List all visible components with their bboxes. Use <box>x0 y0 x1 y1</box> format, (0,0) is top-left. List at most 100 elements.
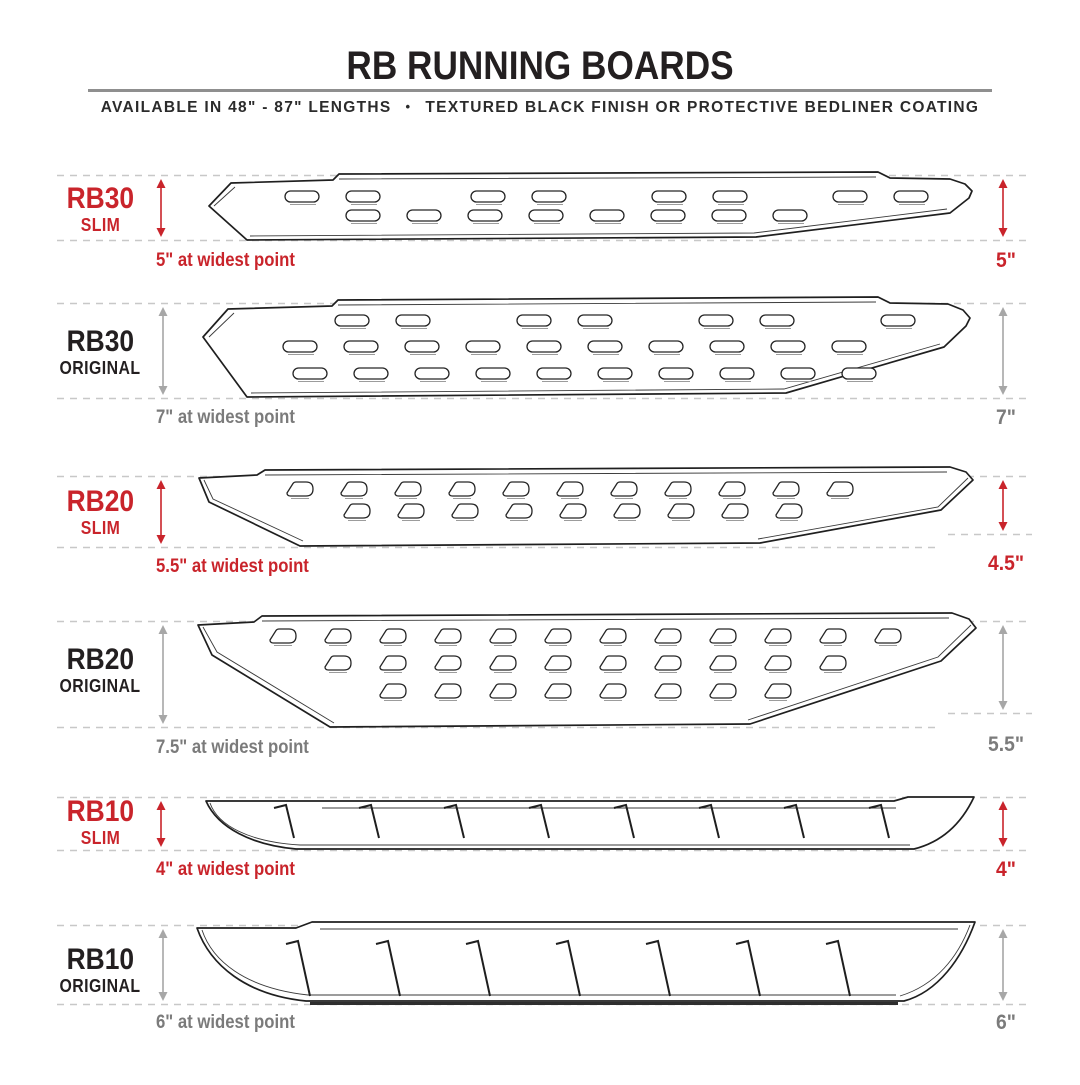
oval-slot <box>589 209 625 222</box>
tread-mark <box>443 803 465 839</box>
oval-slot <box>470 190 506 203</box>
d-slot <box>599 683 627 699</box>
oval-slot <box>528 209 564 222</box>
d-slot <box>599 628 627 644</box>
d-slot <box>505 503 533 519</box>
d-slot <box>434 683 462 699</box>
oval-slot <box>465 340 501 353</box>
end-width-label: 6" <box>996 1011 1016 1034</box>
model-label: RB20 <box>66 485 134 518</box>
oval-slot <box>648 340 684 353</box>
oval-slot <box>475 367 511 380</box>
width-caption: 7" at widest point <box>156 407 295 428</box>
d-slot <box>764 655 792 671</box>
d-slot <box>343 503 371 519</box>
slot-pattern-rb30-slim <box>284 190 929 224</box>
tread-mark <box>358 803 380 839</box>
d-slot <box>654 683 682 699</box>
oval-slot <box>406 209 442 222</box>
d-slot <box>324 655 352 671</box>
slot-pattern-rb20-original <box>269 628 902 701</box>
title-divider <box>88 89 992 92</box>
d-slot <box>667 503 695 519</box>
oval-slot <box>712 190 748 203</box>
oval-slot <box>709 340 745 353</box>
oval-slot <box>282 340 318 353</box>
d-slot <box>819 655 847 671</box>
d-slot <box>613 503 641 519</box>
dimension-arrow <box>156 179 166 237</box>
dimension-arrow <box>998 307 1008 395</box>
width-caption: 6" at widest point <box>156 1012 295 1033</box>
oval-slot <box>353 367 389 380</box>
variant-label: SLIM <box>80 518 120 538</box>
d-slot <box>394 481 422 497</box>
tread-mark <box>528 803 550 839</box>
oval-slot <box>893 190 929 203</box>
d-slot <box>610 481 638 497</box>
variant-label: ORIGINAL <box>59 676 141 696</box>
variant-label: SLIM <box>80 828 120 848</box>
d-slot <box>709 683 737 699</box>
board-rb20-original <box>197 612 977 728</box>
model-label: RB10 <box>66 943 134 976</box>
tread-mark <box>465 939 491 997</box>
d-slot <box>324 628 352 644</box>
d-slot <box>718 481 746 497</box>
d-slot <box>819 628 847 644</box>
d-slot <box>434 655 462 671</box>
oval-slot <box>345 190 381 203</box>
oval-slot <box>526 340 562 353</box>
oval-slot <box>587 340 623 353</box>
dimension-arrow <box>156 480 166 544</box>
oval-slot <box>841 367 877 380</box>
oval-slot <box>831 340 867 353</box>
d-slot <box>489 628 517 644</box>
dimension-arrow <box>156 801 166 847</box>
end-width-label: 4" <box>996 858 1016 881</box>
board-rb10-slim <box>205 796 975 850</box>
width-caption: 5.5" at widest point <box>156 556 309 577</box>
end-width-label: 5" <box>996 249 1016 272</box>
variant-label: ORIGINAL <box>59 976 141 996</box>
d-slot <box>489 655 517 671</box>
variant-label: SLIM <box>80 215 120 235</box>
dimension-arrow <box>998 625 1008 710</box>
oval-slot <box>880 314 916 327</box>
oval-slot <box>597 367 633 380</box>
tread-mark <box>645 939 671 997</box>
d-slot <box>451 503 479 519</box>
tread-marks-rb10-original <box>285 939 851 997</box>
board-rb20-slim <box>198 466 974 547</box>
d-slot <box>489 683 517 699</box>
variant-label: ORIGINAL <box>59 358 141 378</box>
d-slot <box>654 628 682 644</box>
d-slot <box>709 628 737 644</box>
tread-mark <box>825 939 851 997</box>
oval-slot <box>345 209 381 222</box>
oval-slot <box>292 367 328 380</box>
width-caption: 7.5" at widest point <box>156 737 309 758</box>
oval-slot <box>698 314 734 327</box>
oval-slot <box>650 209 686 222</box>
subtitle: AVAILABLE IN 48" - 87" LENGTHS•TEXTURED … <box>0 99 1080 117</box>
d-slot <box>664 481 692 497</box>
tread-mark <box>555 939 581 997</box>
tread-mark <box>698 803 720 839</box>
oval-slot <box>516 314 552 327</box>
oval-slot <box>343 340 379 353</box>
board-rb30-slim <box>208 171 973 241</box>
oval-slot <box>770 340 806 353</box>
d-slot <box>379 655 407 671</box>
board-rb30-original <box>202 296 971 398</box>
d-slot <box>654 655 682 671</box>
tread-mark <box>735 939 761 997</box>
model-label: RB10 <box>66 795 134 828</box>
dimension-arrow <box>998 480 1008 531</box>
oval-slot <box>404 340 440 353</box>
d-slot <box>874 628 902 644</box>
page-title: RB RUNNING BOARDS <box>346 44 734 88</box>
board-rb10-original <box>196 921 976 1005</box>
